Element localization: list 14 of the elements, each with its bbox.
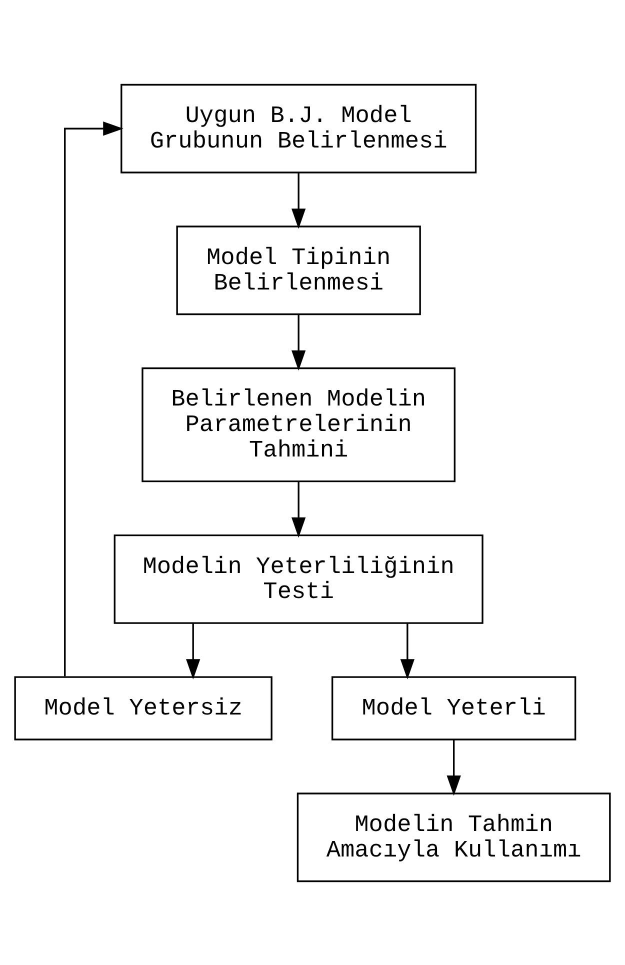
arrow <box>291 314 306 370</box>
node-box: Modelin Yeterliliğinin Testi <box>114 534 484 624</box>
arrow <box>291 172 306 228</box>
node-box: Modelin Tahmin Amacıyla Kullanımı <box>296 792 611 882</box>
node-box: Model Yetersiz <box>14 676 272 740</box>
node-box: Uygun B.J. Model Grubunun Belirlenmesi <box>120 83 477 173</box>
node-box: Belirlenen Modelin Parametrelerinin Tahmini <box>142 366 456 482</box>
node-box: Model Yeterli <box>331 676 576 740</box>
node-box: Model Tipinin Belirlenmesi <box>176 225 421 315</box>
arrow <box>64 121 124 676</box>
arrow <box>186 623 200 679</box>
arrow <box>400 623 415 679</box>
arrow <box>291 480 306 538</box>
arrow <box>446 739 461 796</box>
